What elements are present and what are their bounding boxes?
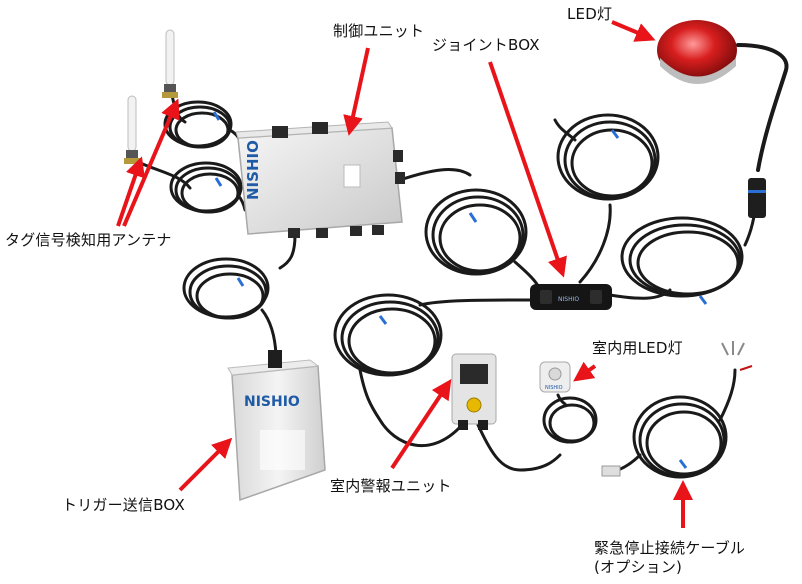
upper-right-cable-coil — [556, 113, 660, 201]
trigger-cable-coil — [182, 257, 270, 320]
arrow-indoor-alarm — [390, 379, 452, 470]
joint-box-logo: NISHIO — [558, 296, 579, 303]
arrow-indoor-led — [573, 361, 597, 382]
arrow-led-lamp — [611, 20, 656, 42]
trigger-box-logo: NISHIO — [244, 394, 300, 410]
joint-cable-coil-center — [424, 188, 528, 276]
control-unit: NISHIO — [235, 121, 405, 238]
cable-ties — [212, 111, 708, 469]
led-cable-coil-right — [620, 216, 744, 298]
label-indoor-led: 室内用LED灯 — [592, 339, 683, 357]
led-lamp — [657, 20, 766, 218]
label-tag-antenna: タグ信号検知用アンテナ — [5, 231, 172, 249]
label-control-unit: 制御ユニット — [333, 22, 425, 40]
emergency-cable-coil — [632, 395, 728, 479]
control-unit-logo: NISHIO — [244, 140, 262, 200]
antenna-cable-coil-lower — [169, 161, 243, 214]
label-joint-box: ジョイントBOX — [432, 36, 540, 54]
label-emergency-cable-option: (オプション) — [594, 558, 683, 576]
arrow-control-unit — [343, 47, 370, 136]
cable-harness — [136, 43, 789, 479]
indoor-alarm-unit — [451, 353, 497, 430]
arrow-antenna-right — [122, 98, 180, 227]
label-indoor-alarm: 室内警報ユニット — [330, 477, 452, 495]
label-trigger-box: トリガー送信BOX — [62, 496, 185, 514]
arrow-antenna-left — [116, 156, 145, 227]
annotation-arrows — [116, 20, 693, 528]
tag-antenna-right — [162, 29, 178, 98]
alarm-cable-coil — [333, 293, 443, 377]
arrow-joint-box — [488, 61, 567, 278]
indoor-led-lamp: NISHIO — [539, 361, 571, 393]
joint-box: NISHIO — [530, 284, 612, 310]
label-led-lamp: LED灯 — [567, 5, 613, 23]
tag-antenna-left — [124, 95, 140, 164]
label-emergency-cable: 緊急停止接続ケーブル — [594, 539, 746, 557]
indoor-led-tag: NISHIO — [545, 385, 563, 391]
trigger-box: NISHIO — [227, 350, 326, 502]
arrow-trigger-box — [178, 437, 233, 492]
indoor-led-cable-coil — [542, 396, 598, 444]
emergency-cable-ends — [601, 341, 753, 477]
antenna-cable-coil-upper — [163, 100, 233, 149]
